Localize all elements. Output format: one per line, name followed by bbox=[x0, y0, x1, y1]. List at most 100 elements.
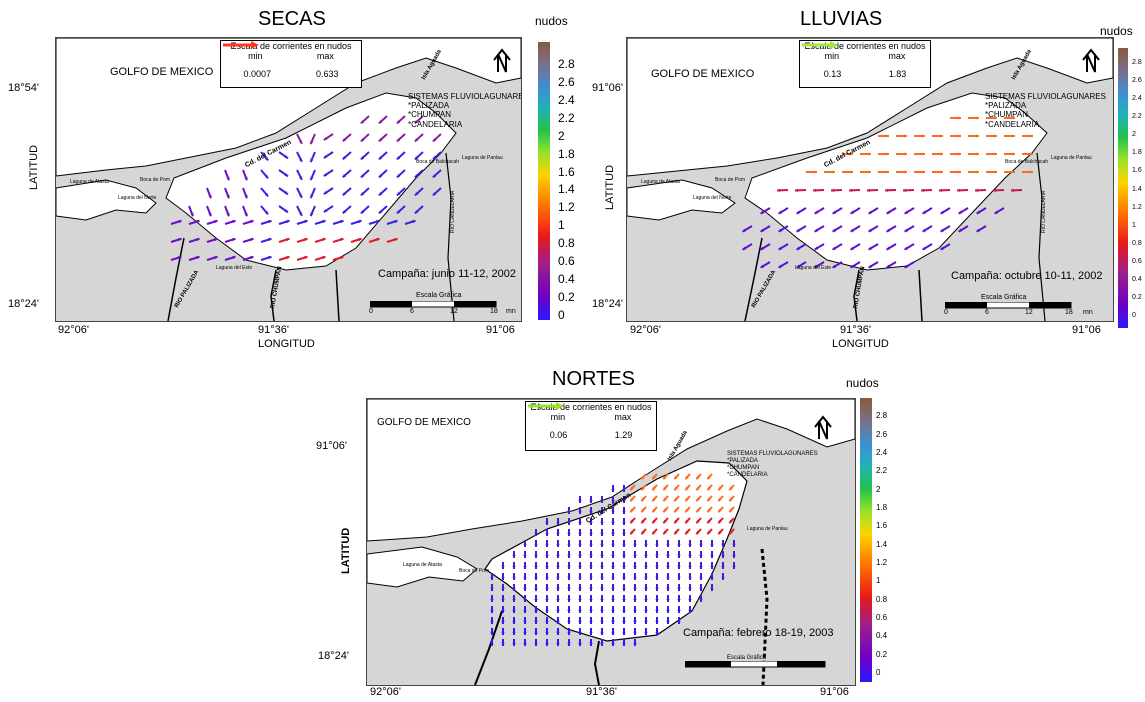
current-vector-head bbox=[707, 508, 711, 513]
current-vector-head bbox=[633, 565, 637, 569]
current-vector-head bbox=[685, 519, 689, 524]
current-vector-head bbox=[696, 497, 700, 502]
current-vector-head bbox=[578, 510, 582, 514]
current-vector-head bbox=[226, 194, 230, 199]
current-vector-head bbox=[1029, 170, 1033, 174]
current-vector-head bbox=[666, 598, 670, 602]
current-vector-head bbox=[342, 191, 347, 196]
place-label: Laguna del Norte bbox=[693, 195, 732, 201]
current-vector-head bbox=[674, 475, 678, 480]
current-vector-head bbox=[501, 620, 505, 624]
current-vector-head bbox=[512, 598, 516, 602]
scale-unit: mn bbox=[1083, 309, 1093, 316]
campaign-label: Campaña: octubre 10-11, 2002 bbox=[951, 270, 1103, 282]
current-vector-head bbox=[556, 543, 560, 547]
legend-title: Escala de corrientes en nudos bbox=[804, 41, 926, 51]
legend-min-value: 0.13 bbox=[823, 69, 842, 79]
current-vector-head bbox=[710, 587, 714, 591]
current-vector-head bbox=[611, 543, 615, 547]
current-vectors bbox=[170, 115, 442, 261]
current-vector-head bbox=[534, 620, 538, 624]
lat-tick: 18°54' bbox=[8, 82, 39, 94]
current-vector-head bbox=[178, 256, 182, 260]
current-vector-head bbox=[1011, 116, 1015, 120]
colorbar-tick-label: 1.4 bbox=[558, 182, 575, 197]
place-label: Laguna de Panlau bbox=[747, 526, 788, 532]
panel-title: NORTES bbox=[552, 368, 635, 390]
current-vector-head bbox=[342, 209, 347, 214]
current-vector-head bbox=[886, 210, 891, 214]
current-vector-head bbox=[556, 521, 560, 525]
current-vector-head bbox=[939, 188, 943, 193]
current-vector-head bbox=[360, 156, 365, 160]
current-vector-head bbox=[832, 264, 837, 268]
current-vector-head bbox=[286, 256, 290, 260]
colorbar-tick-label: 1.8 bbox=[558, 146, 575, 161]
current-vector-head bbox=[867, 170, 871, 174]
current-vector-head bbox=[655, 609, 659, 613]
legend-title: Escala de corrientes en nudos bbox=[230, 41, 352, 51]
current-vector-head bbox=[589, 609, 593, 613]
current-vector-head bbox=[957, 188, 961, 193]
current-vector-head bbox=[655, 543, 659, 547]
current-vector-head bbox=[534, 565, 538, 569]
current-vector-head bbox=[868, 264, 873, 268]
current-vector-head bbox=[567, 576, 571, 580]
current-vector-head bbox=[813, 170, 817, 174]
current-vector-head bbox=[663, 475, 667, 480]
panel-title: LLUVIAS bbox=[800, 8, 883, 30]
current-vector-head bbox=[903, 170, 907, 174]
current-vector-head bbox=[589, 499, 593, 503]
current-vector-head bbox=[622, 543, 626, 547]
current-vector-head bbox=[545, 521, 549, 525]
current-vector-head bbox=[710, 543, 714, 547]
current-vector-head bbox=[534, 631, 538, 635]
scale-bar bbox=[945, 302, 1072, 309]
current-vector-head bbox=[666, 543, 670, 547]
current-vector-head bbox=[655, 576, 659, 580]
current-vector-head bbox=[1011, 152, 1015, 156]
current-vector-head bbox=[904, 228, 909, 232]
current-vector-head bbox=[622, 576, 626, 580]
current-vector-head bbox=[868, 246, 873, 250]
current-vector-head bbox=[214, 238, 218, 242]
current-vector-head bbox=[622, 642, 626, 646]
current-vector-head bbox=[939, 152, 943, 156]
current-vector-head bbox=[567, 631, 571, 635]
current-vector-head bbox=[284, 191, 289, 195]
current-vector-head bbox=[644, 587, 648, 591]
current-vector-head bbox=[622, 532, 626, 536]
current-vector-head bbox=[376, 220, 380, 224]
current-vector-head bbox=[567, 598, 571, 602]
current-vector-head bbox=[674, 519, 678, 524]
current-vector-head bbox=[674, 530, 678, 535]
lat-tick: 91°06' bbox=[592, 82, 623, 94]
current-vector-head bbox=[975, 116, 979, 120]
current-vector-head bbox=[742, 228, 747, 232]
current-vector-head bbox=[394, 238, 398, 242]
current-vector-head bbox=[814, 264, 819, 268]
current-vector-head bbox=[323, 154, 328, 159]
current-vector-head bbox=[939, 134, 943, 138]
current-vector-head bbox=[545, 620, 549, 624]
colorbar-tick-label: 0.8 bbox=[558, 236, 575, 251]
current-vector-head bbox=[721, 543, 725, 547]
current-vector-head bbox=[832, 228, 837, 232]
current-vector-head bbox=[545, 565, 549, 569]
current-vector-head bbox=[490, 587, 494, 591]
current-vector-head bbox=[545, 631, 549, 635]
current-vector-head bbox=[1029, 134, 1033, 138]
current-vector-head bbox=[556, 565, 560, 569]
current-vectors bbox=[742, 116, 1033, 269]
colorbar-tick-label: 0.8 bbox=[876, 594, 888, 604]
current-vector-head bbox=[994, 210, 999, 214]
current-vector-head bbox=[299, 176, 303, 180]
current-vector-head bbox=[641, 508, 645, 513]
place-label: Boca de Pom bbox=[140, 177, 171, 183]
colorbar-tick-label: 1 bbox=[558, 218, 565, 233]
current-vector-head bbox=[323, 136, 328, 141]
current-vector-head bbox=[633, 631, 637, 635]
current-vector-head bbox=[360, 210, 365, 214]
lon-tick: 91°06 bbox=[1072, 324, 1101, 336]
lon-tick: 91°36' bbox=[258, 324, 289, 336]
